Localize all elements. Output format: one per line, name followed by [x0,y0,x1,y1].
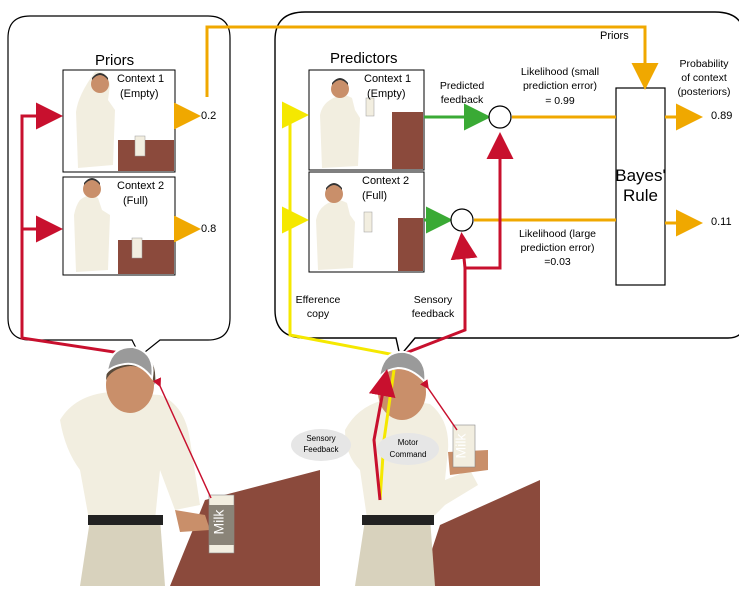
efference-copy-label-1: Efference [295,294,341,306]
likelihood-large-3: =0.03 [544,256,571,268]
left-person [60,345,320,586]
bayes-rule-label-1: Bayes' [615,166,666,185]
sensory-feedback-bubble-2: Feedback [303,445,339,454]
left-context1-label-2: (Empty) [120,88,159,100]
right-context1-label-2: (Empty) [367,88,406,100]
context2-image-right [308,171,425,273]
posterior-value-2: 0.11 [711,216,732,228]
posterior-value-1: 0.89 [711,110,733,122]
predicted-feedback-label-1: Predicted [439,80,485,92]
milk-carton-label-right: Milk [452,433,469,459]
likelihood-small-3: = 0.99 [545,95,575,107]
likelihood-large-1: Likelihood (large [518,228,597,240]
predictors-title: Predictors [330,50,398,67]
context1-image-left [62,69,176,173]
left-context2-label-1: Context 2 [117,180,165,192]
priors-arrow-label: Priors [600,30,629,42]
prior-value-2: 0.8 [201,223,217,235]
right-context2-label-1: Context 2 [362,175,410,187]
right-person [291,350,540,586]
context1-image-right [308,69,425,171]
left-context2-label-2: (Full) [123,195,149,207]
milk-carton-label-left: Milk [210,509,227,535]
efference-copy-label-2: copy [306,308,330,320]
posterior-header-3: (posteriors) [677,86,731,98]
priors-top-path [205,25,659,97]
comparator-2 [450,208,474,232]
bayes-rule-box [615,87,666,286]
likelihood-large-2: prediction error) [520,242,595,254]
likelihood-small-2: prediction error) [522,80,598,92]
motor-command-bubble-2: Command [389,450,427,459]
motor-command-bubble-1: Motor [397,438,419,447]
comparator-1 [488,105,512,129]
sensory-feedback-bubble-1: Sensory [306,434,336,443]
sensory-feedback-label-1: Sensory [413,294,453,306]
predicted-feedback-label-2: feedback [440,94,484,106]
posterior-header-2: of context [681,72,727,84]
context2-image-left [62,176,176,276]
posterior-header-1: Probability [679,58,729,70]
sensory-feedback-label-2: feedback [411,308,455,320]
prior-value-1: 0.2 [201,110,217,122]
right-context1-label-1: Context 1 [364,73,412,85]
right-context2-label-2: (Full) [362,190,388,202]
left-context1-label-1: Context 1 [117,73,165,85]
likelihood-small-1: Likelihood (small [520,66,600,78]
bayes-rule-label-2: Rule [623,186,658,205]
priors-title: Priors [95,52,135,69]
left-feedback-path [20,102,141,358]
